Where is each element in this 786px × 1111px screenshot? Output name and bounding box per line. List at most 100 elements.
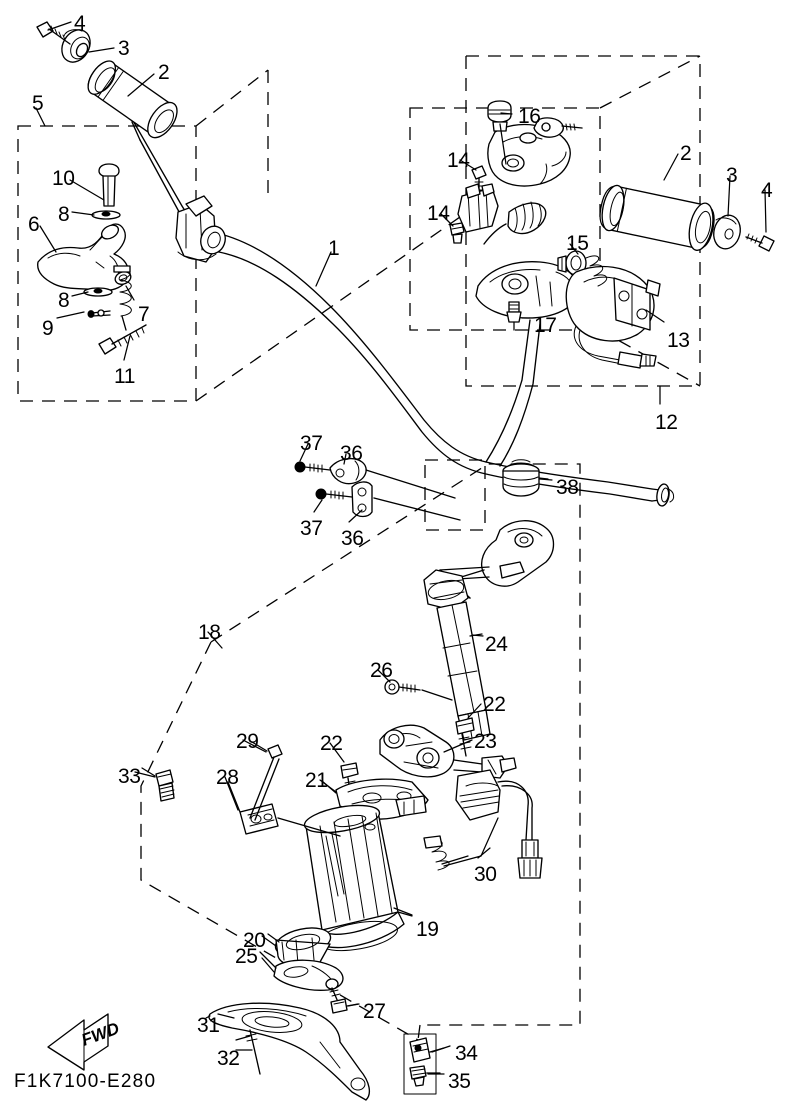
callout-number: 37 (300, 432, 323, 455)
part-10-pivot-bolt (98, 163, 120, 207)
callout-number: 28 (216, 766, 239, 789)
callout-number: 4 (761, 179, 773, 202)
callout-number: 23 (474, 730, 497, 753)
callout-number: 22 (320, 732, 343, 755)
part-14b-nut (449, 222, 465, 244)
callout-number: 3 (118, 37, 130, 60)
part-30b-spring (423, 835, 469, 871)
part-8a-washer-upper (91, 210, 121, 220)
callout-number: 2 (158, 61, 170, 84)
part-26-bolt (384, 679, 453, 701)
part-36b-bracket (351, 481, 461, 521)
callout-number: 8 (58, 289, 70, 312)
callout-number: 35 (448, 1070, 471, 1093)
callout-number: 12 (655, 411, 678, 434)
part-7-spring (113, 265, 132, 331)
part-16-knob (487, 100, 512, 165)
callout-number: 33 (118, 765, 141, 788)
callout-number: 26 (370, 659, 393, 682)
callout-number: 5 (32, 92, 44, 115)
steering-head-bracket (423, 520, 555, 611)
callout-number: 36 (341, 527, 364, 550)
callout-number: 29 (236, 730, 259, 753)
callout-number: 3 (726, 164, 738, 187)
callout-number: 10 (52, 167, 75, 190)
part-3-grip-end-cap-right (713, 214, 741, 250)
part-2-grip-right (599, 184, 715, 251)
part-3-grip-end-cap-left (61, 29, 91, 63)
callout-number: 16 (518, 105, 541, 128)
callout-number: 25 (235, 945, 258, 968)
left-handlebar-bracket (175, 195, 226, 263)
part-36a-bracket (329, 457, 456, 499)
callout-number: 34 (455, 1042, 478, 1065)
part-13-switch-pod (565, 255, 661, 369)
part-33-screw (141, 767, 175, 802)
callout-number: 27 (363, 1000, 386, 1023)
callout-number: 22 (483, 693, 506, 716)
part-37b-bolt (315, 488, 353, 500)
part-19-motor (303, 804, 413, 952)
diagram-part-number: F1K7100-E280 (14, 1071, 157, 1092)
part-1-handlebar (119, 95, 675, 507)
part-34-bracket (409, 1037, 445, 1063)
part-4-bolt-left (36, 21, 71, 45)
callout-number: 14 (447, 149, 470, 172)
part-25-arm (261, 957, 344, 991)
part-9-cotter-pin (87, 309, 111, 318)
part-throttle-cable-boot (483, 201, 547, 245)
fwd-arrow-marker: FWD (47, 1013, 122, 1071)
callout-number: 21 (305, 769, 328, 792)
handlebar-right-end-cap (656, 483, 675, 507)
callout-number: 18 (198, 621, 221, 644)
group-box-36-37 (424, 459, 486, 531)
callout-number: 4 (74, 12, 86, 35)
callout-number: 2 (680, 142, 692, 165)
callout-number: 32 (217, 1047, 240, 1070)
callout-leader-lines (35, 21, 767, 1075)
callout-number: 17 (534, 314, 557, 337)
callout-number: 14 (427, 202, 450, 225)
part-6-brake-lever (37, 223, 132, 292)
callout-number: 1 (328, 237, 340, 260)
part-20-bearing (261, 927, 332, 967)
callout-number: 37 (300, 517, 323, 540)
part-29-long-bolt (249, 741, 283, 821)
part-35-screw (409, 1065, 441, 1087)
part-switch-block-left (457, 183, 499, 233)
callout-number: 15 (566, 232, 589, 255)
callout-number: 8 (58, 203, 70, 226)
callout-number: 30 (474, 863, 497, 886)
callout-number: 7 (138, 303, 150, 326)
callout-number: 6 (28, 213, 40, 236)
part-17-screw (506, 301, 522, 331)
part-28-clamp (227, 781, 341, 837)
group-box-34-35 (403, 1033, 437, 1095)
part-11-bolt-lower (98, 324, 147, 355)
callout-number: 20 (243, 929, 266, 952)
part-2-grip-left (87, 60, 178, 139)
callout-number: 11 (114, 365, 135, 388)
group-box-5 (17, 69, 471, 402)
part-38-boot (502, 459, 549, 497)
callout-number: 38 (556, 476, 579, 499)
part-37a-bolt (294, 461, 331, 473)
part-30-wire-harness (455, 769, 543, 879)
callout-number: 9 (42, 317, 54, 340)
part-24-steering-shaft (436, 601, 491, 741)
part-32-pin (235, 1029, 261, 1075)
part-16b-lever-switch (533, 117, 583, 138)
part-upper-housing (487, 123, 571, 187)
callout-number: 19 (416, 918, 439, 941)
part-31-lower-bracket (205, 1002, 371, 1101)
part-22a-bolt (455, 717, 475, 757)
part-4-bolt-right (745, 233, 775, 252)
callout-number: 31 (197, 1014, 220, 1037)
callout-number: 36 (340, 442, 363, 465)
callout-number: 13 (667, 329, 690, 352)
part-27-bolt (329, 987, 359, 1014)
part-8b-washer-lower (83, 287, 113, 297)
group-box-18 (140, 463, 581, 1041)
